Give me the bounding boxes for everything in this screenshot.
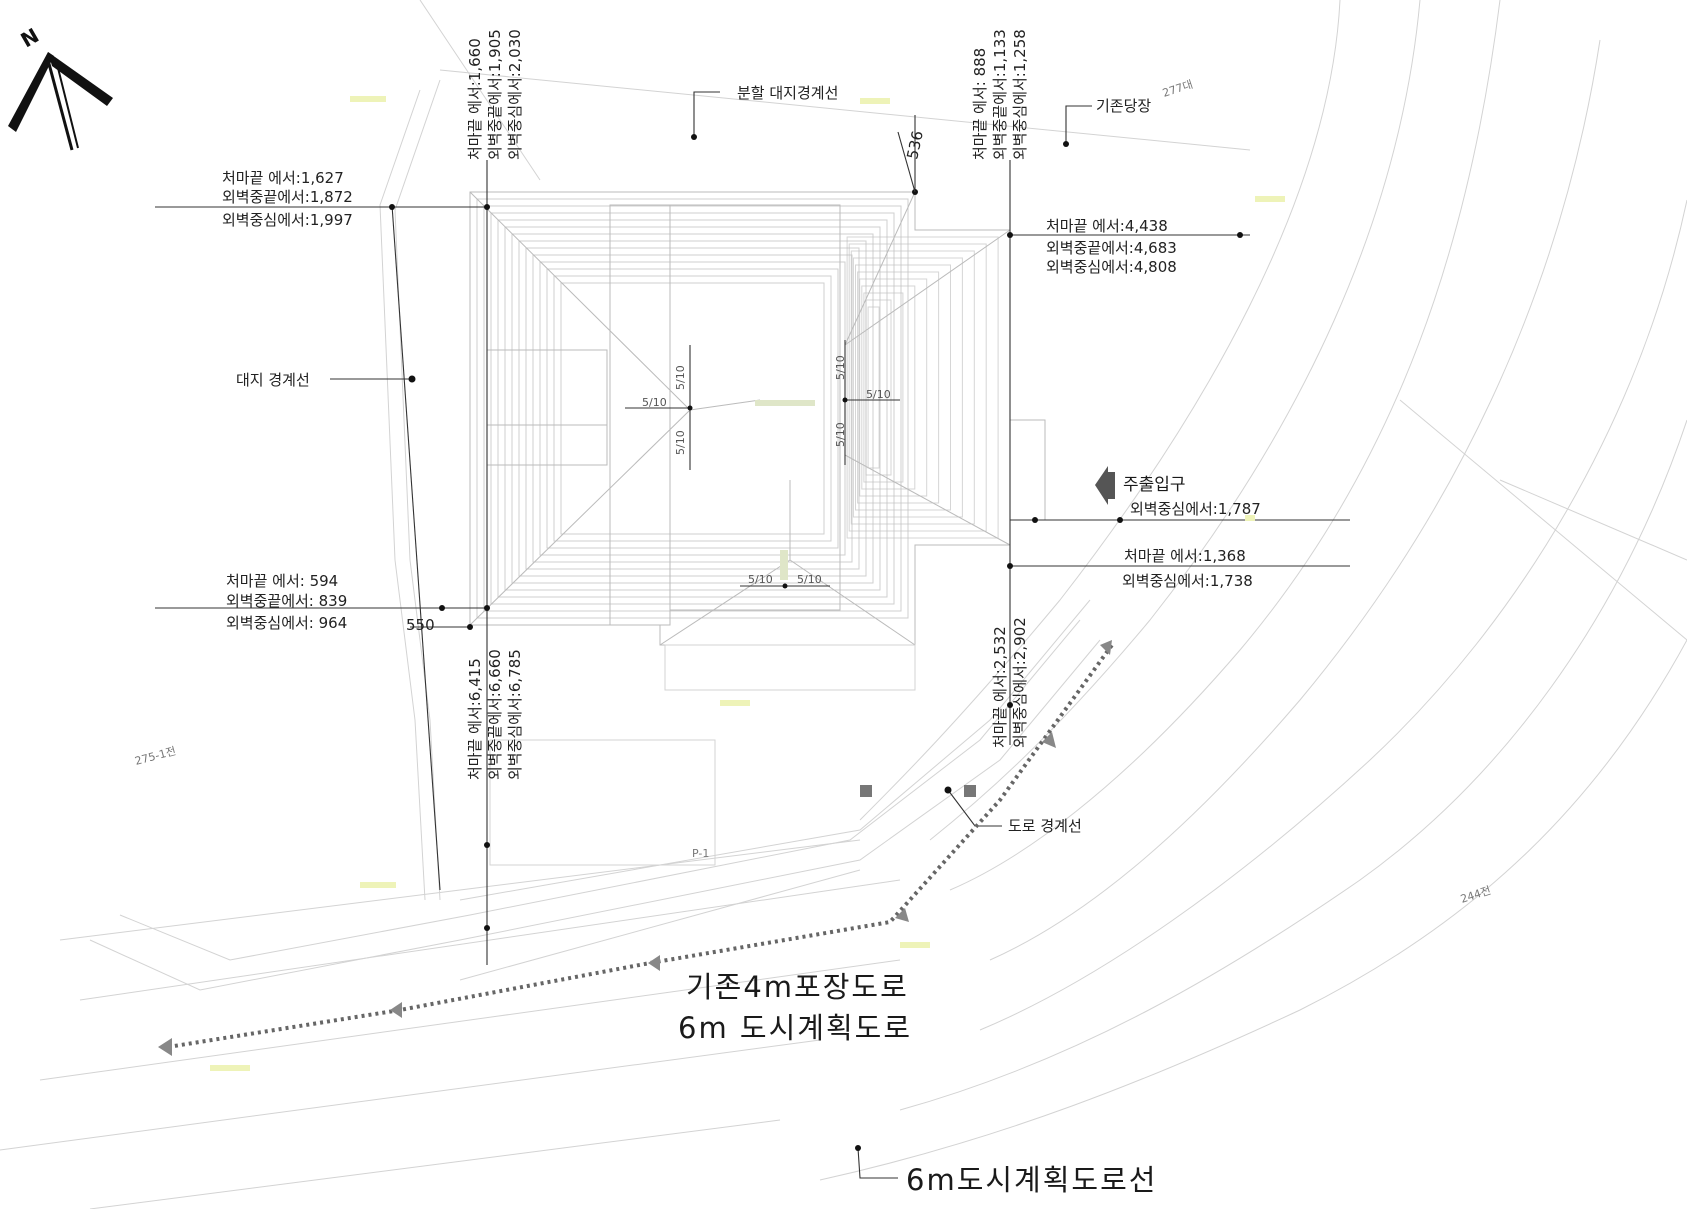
roof-hatch-ring (855, 264, 951, 511)
label-site-boundary: 대지 경계선 (236, 371, 310, 389)
dim-sw-offset: 550 (406, 616, 435, 634)
roof-hatch-ring (560, 282, 825, 535)
label-city-road: 6m 도시계획도로 (678, 1011, 912, 1045)
north-arrow-icon: N (8, 23, 113, 151)
roof-hatch-ring (504, 226, 881, 591)
label-main-entrance: 주출입구 (1123, 475, 1186, 495)
roof-hatch-ring (497, 219, 888, 598)
roof-hatch-ring (859, 278, 928, 497)
dimension-lines (155, 115, 1350, 965)
dim-v-top-right-2: 외벽중끝에서:1,133 (991, 29, 1009, 160)
dim-nw-wall-center: 외벽중심에서:1,997 (222, 211, 353, 229)
slope-label: 5/10 (866, 388, 891, 401)
dim-v-top-right-3: 외벽중심에서:1,258 (1011, 29, 1029, 160)
roof-hatch-ring (846, 236, 999, 539)
roof-plan (469, 191, 1046, 866)
road-arrow-icon (158, 1038, 172, 1056)
roof-hatch-ring (848, 243, 987, 532)
label-partition-boundary: 분할 대지경계선 (737, 84, 838, 102)
dim-sw-wall-end: 외벽중끝에서: 839 (226, 592, 347, 610)
dim-v-bot-right-2: 외벽중심에서:2,902 (1011, 617, 1029, 748)
roof-hatch-ring (539, 261, 846, 556)
label-road-boundary: 도로 경계선 (1008, 817, 1082, 835)
label-city-road-line: 6m도시계획도로선 (906, 1163, 1157, 1197)
roof-hatch-ring (490, 212, 895, 605)
dim-sw-eaves: 처마끝 에서: 594 (226, 572, 338, 590)
slope-label: 5/10 (748, 573, 773, 586)
dim-v-top-left-2: 외벽중끝에서:1,905 (486, 29, 504, 160)
slope-arrows: 5/10 5/10 5/10 5/10 5/10 5/10 5/10 5/10 (625, 340, 900, 589)
roof-hatch-ring (532, 254, 853, 563)
roof-hatch-ring (857, 271, 940, 504)
dim-nw-wall-end: 외벽중끝에서:1,872 (222, 188, 353, 206)
slope-label: 5/10 (674, 430, 687, 455)
slope-label: 5/10 (834, 355, 847, 380)
entrance-arrow-icon (1095, 466, 1108, 505)
road-arrow-icon (1100, 640, 1112, 655)
roof-hatch-ring (525, 247, 860, 570)
dim-v-top-left-1: 처마끝 에서:1,660 (466, 38, 484, 160)
dim-ne-wall-end: 외벽중끝에서:4,683 (1046, 239, 1177, 257)
dim-nw-eaves: 처마끝 에서:1,627 (222, 169, 344, 187)
roof-hatch-ring (863, 292, 904, 483)
dim-v-bot-left-3: 외벽중심에서:6,785 (506, 649, 524, 780)
dim-e-wall-center-1: 외벽중심에서:1,787 (1130, 500, 1261, 518)
road-arrow-icon (895, 908, 909, 922)
dim-v-top-right-1: 처마끝 에서: 888 (971, 48, 989, 160)
dim-v-bot-left-1: 처마끝 에서:6,415 (466, 658, 484, 780)
dim-top-offset: 536 (903, 129, 927, 161)
road-arrow-icon (390, 1002, 402, 1018)
parcel-label: 277대 (1161, 78, 1195, 100)
slope-label: 5/10 (797, 573, 822, 586)
road-arrow-icon (1042, 732, 1056, 748)
dim-ne-wall-center: 외벽중심에서:4,808 (1046, 258, 1177, 276)
dim-v-bot-left-2: 외벽중끝에서:6,660 (486, 649, 504, 780)
roof-hatch-ring (546, 268, 839, 549)
parcel-label: 244전 (1459, 884, 1493, 906)
dim-ne-eaves: 처마끝 에서:4,438 (1046, 217, 1168, 235)
roof-hatch-ring (483, 205, 902, 612)
roof-hatch-ring (553, 275, 832, 542)
annotations: 처마끝 에서:1,627 외벽중끝에서:1,872 외벽중심에서:1,997 처… (133, 29, 1492, 1197)
roof-hatch-ring (852, 257, 963, 518)
dim-v-top-left-3: 외벽중심에서:2,030 (506, 29, 524, 160)
roof-hatch-ring (850, 250, 975, 525)
slope-label: 5/10 (674, 365, 687, 390)
label-existing-road: 기존4m포장도로 (686, 970, 909, 1004)
existing-road-band (89, 599, 1101, 991)
dim-e-wall-center-2: 외벽중심에서:1,738 (1122, 572, 1253, 590)
roof-hatch-ring (865, 299, 892, 476)
roof-hatch-ring (476, 198, 909, 619)
parcel-label: 275-1전 (133, 744, 177, 767)
roof-hatch-ring (511, 233, 874, 584)
survey-markers (210, 96, 1285, 1071)
dim-v-bot-right-1: 처마끝 에서:2,532 (991, 626, 1009, 748)
north-label: N (17, 23, 44, 52)
roof-hatch-ring (867, 306, 880, 469)
label-existing-wall: 기존당장 (1096, 97, 1151, 115)
road-arrow-icon (648, 955, 660, 971)
site-boundary-west (379, 79, 441, 901)
road-centerline (158, 640, 1114, 1056)
slope-label: 5/10 (834, 422, 847, 447)
parcel-label: P-1 (692, 847, 709, 860)
dim-sw-wall-center: 외벽중심에서: 964 (226, 614, 347, 632)
roof-hatch-ring (861, 285, 916, 490)
dim-e-eaves: 처마끝 에서:1,368 (1124, 547, 1246, 565)
slope-label: 5/10 (642, 396, 667, 409)
